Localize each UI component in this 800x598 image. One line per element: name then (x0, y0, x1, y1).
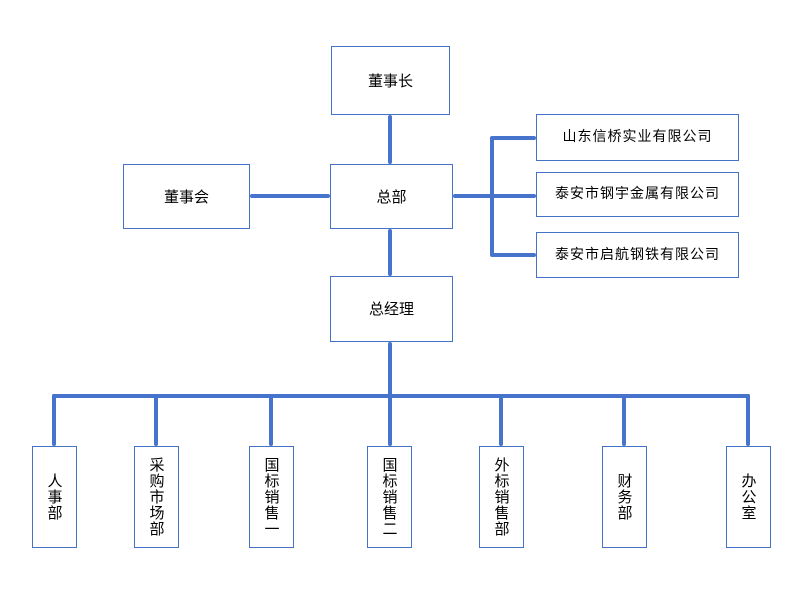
node-dept-procurement-market[interactable]: 采购市场部 (134, 446, 179, 548)
node-dept-hr[interactable]: 人事部 (32, 446, 77, 548)
node-dept-domestic-sales-2-label: 国标销售二 (380, 457, 399, 537)
node-dept-foreign-sales-label: 外标销售部 (492, 457, 511, 537)
connector-drop-dept-3 (269, 394, 273, 446)
node-subsidiary-2[interactable]: 泰安市钢宇金属有限公司 (536, 172, 739, 217)
node-dept-domestic-sales-1[interactable]: 国标销售一 (249, 446, 294, 548)
node-dept-finance-label: 财务部 (615, 473, 634, 521)
connector-hq-subsidiaries (453, 194, 536, 198)
connector-drop-dept-6 (622, 394, 626, 446)
connector-drop-dept-7 (746, 394, 750, 446)
node-dept-finance[interactable]: 财务部 (602, 446, 647, 548)
connector-bracket-subsidiary-3 (492, 253, 536, 257)
node-subsidiary-1[interactable]: 山东信桥实业有限公司 (536, 114, 739, 161)
node-dept-office-label: 办公室 (739, 473, 758, 521)
node-dept-domestic-sales-1-label: 国标销售一 (262, 457, 281, 537)
node-dept-domestic-sales-2[interactable]: 国标销售二 (367, 446, 412, 548)
node-board[interactable]: 董事会 (123, 164, 250, 229)
node-board-label: 董事会 (163, 187, 209, 206)
connector-hq-gm (388, 229, 392, 276)
node-headquarters[interactable]: 总部 (330, 164, 453, 229)
connector-board-hq (250, 194, 330, 198)
node-dept-foreign-sales[interactable]: 外标销售部 (479, 446, 524, 548)
connector-bracket-subsidiary-1 (492, 136, 536, 140)
node-subsidiary-1-label: 山东信桥实业有限公司 (562, 129, 713, 146)
node-subsidiary-3[interactable]: 泰安市启航钢铁有限公司 (536, 232, 739, 278)
node-dept-hr-label: 人事部 (45, 473, 64, 521)
connector-drop-dept-1 (52, 394, 56, 446)
node-chairman[interactable]: 董事长 (331, 46, 450, 115)
connector-drop-dept-5 (499, 394, 503, 446)
node-dept-procurement-market-label: 采购市场部 (147, 457, 166, 537)
connector-drop-dept-2 (154, 394, 158, 446)
node-subsidiary-3-label: 泰安市启航钢铁有限公司 (555, 246, 720, 263)
node-general-manager-label: 总经理 (368, 300, 414, 318)
connector-subsidiaries-bracket (490, 136, 494, 257)
node-subsidiary-2-label: 泰安市钢宇金属有限公司 (555, 186, 720, 203)
connector-chairman-hq (388, 115, 392, 164)
connector-department-bus (52, 394, 750, 398)
node-chairman-label: 董事长 (367, 71, 413, 90)
node-dept-office[interactable]: 办公室 (726, 446, 771, 548)
node-headquarters-label: 总部 (376, 187, 407, 206)
node-general-manager[interactable]: 总经理 (330, 276, 453, 342)
